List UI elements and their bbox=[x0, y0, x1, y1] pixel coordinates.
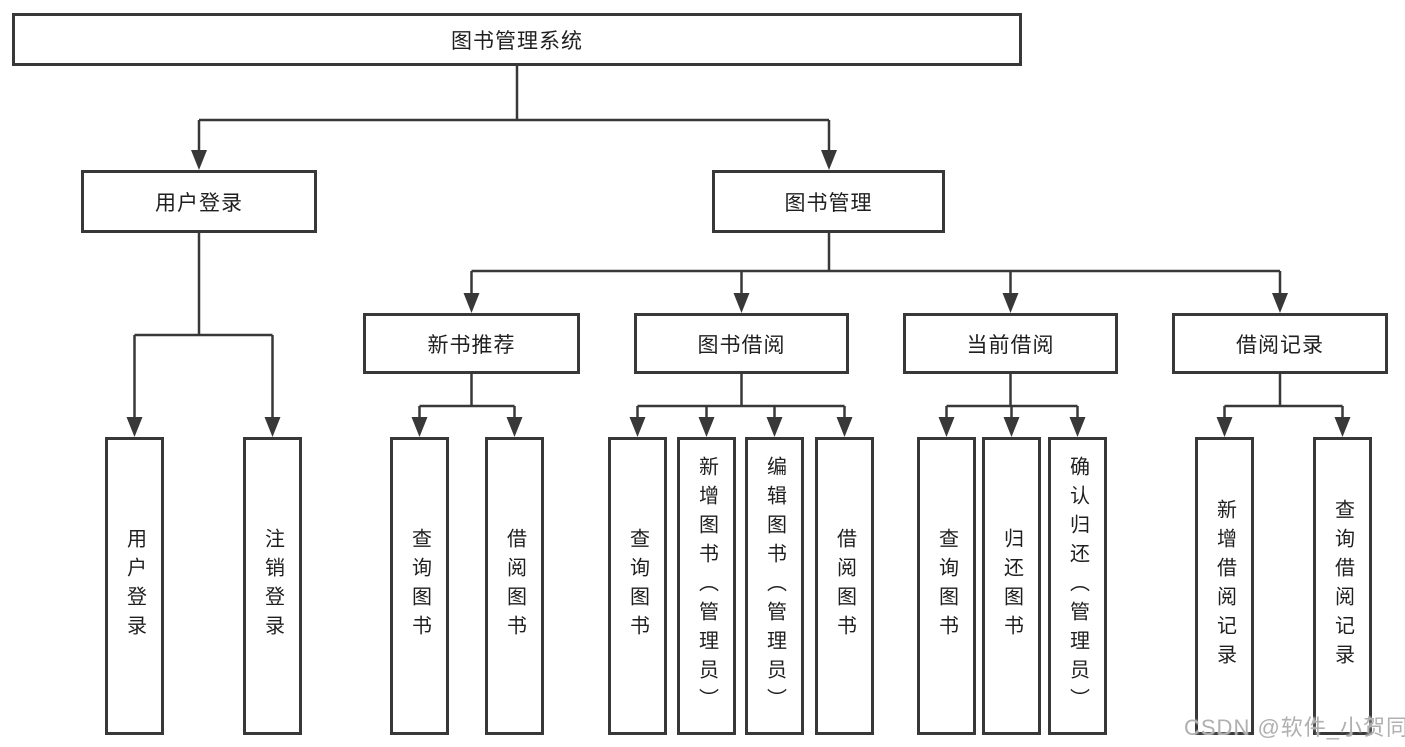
node-user-login: 用户登录 bbox=[81, 170, 317, 233]
leaf-add-borrow-record: 新增借阅记录 bbox=[1195, 437, 1254, 735]
arrowheads bbox=[126, 150, 1351, 437]
node-label: 新书推荐 bbox=[427, 333, 516, 357]
connector-mgmt-to-level3 bbox=[470, 233, 1282, 296]
node-label: 注销登录 bbox=[261, 528, 284, 644]
arrow-down-icon bbox=[836, 417, 853, 437]
node-label: 查询图书 bbox=[935, 528, 958, 644]
arrow-down-icon bbox=[264, 417, 281, 437]
arrow-down-icon bbox=[938, 417, 955, 437]
leaf-borrow-books-recommend: 借阅图书 bbox=[485, 437, 544, 735]
node-label: 图书借阅 bbox=[697, 333, 786, 357]
node-label: 图书管理 bbox=[784, 191, 873, 215]
arrow-down-icon bbox=[1003, 417, 1020, 437]
node-label: 编辑图书（管理员） bbox=[763, 455, 786, 717]
leaf-query-books-recommend: 查询图书 bbox=[390, 437, 449, 735]
node-label: 查询图书 bbox=[626, 528, 649, 644]
leaf-borrow-books: 借阅图书 bbox=[815, 437, 874, 735]
connector-recommend-to-leaves bbox=[418, 374, 516, 420]
arrow-down-icon bbox=[1334, 417, 1351, 437]
node-book-management: 图书管理 bbox=[712, 170, 945, 233]
arrow-down-icon bbox=[629, 417, 646, 437]
connector-records-to-leaves bbox=[1223, 374, 1344, 420]
node-label: 图书管理系统 bbox=[451, 29, 583, 53]
connector-borrowing-to-leaves bbox=[636, 374, 846, 420]
node-root-system: 图书管理系统 bbox=[12, 13, 1022, 66]
arrow-down-icon bbox=[191, 150, 207, 170]
arrow-down-icon bbox=[506, 417, 523, 437]
arrow-down-icon bbox=[1002, 293, 1019, 313]
leaf-query-books-current: 查询图书 bbox=[917, 437, 976, 735]
arrow-down-icon bbox=[766, 417, 783, 437]
arrow-down-icon bbox=[821, 150, 837, 170]
arrow-down-icon bbox=[1272, 293, 1288, 313]
csdn-watermark: CSDN @软件_小贺同学 bbox=[1184, 715, 1405, 740]
node-label: 新增借阅记录 bbox=[1213, 499, 1236, 673]
arrow-down-icon bbox=[1069, 417, 1086, 437]
node-current-borrowing: 当前借阅 bbox=[903, 313, 1118, 374]
arrow-down-icon bbox=[463, 293, 480, 313]
leaf-return-books: 归还图书 bbox=[982, 437, 1041, 735]
leaf-query-borrow-record: 查询借阅记录 bbox=[1313, 437, 1372, 735]
arrow-down-icon bbox=[411, 417, 428, 437]
node-label: 查询图书 bbox=[408, 528, 431, 644]
node-label: 借阅图书 bbox=[503, 528, 526, 644]
leaf-logout: 注销登录 bbox=[243, 437, 302, 735]
leaf-user-login: 用户登录 bbox=[105, 437, 164, 735]
node-label: 借阅图书 bbox=[833, 528, 856, 644]
connector-userlogin-to-leaves bbox=[133, 233, 274, 420]
node-label: 查询借阅记录 bbox=[1331, 499, 1354, 673]
node-label: 用户登录 bbox=[155, 191, 243, 215]
arrow-down-icon bbox=[126, 417, 143, 437]
arrow-down-icon bbox=[1216, 417, 1233, 437]
node-new-book-recommendation: 新书推荐 bbox=[363, 313, 580, 374]
arrow-down-icon bbox=[698, 417, 715, 437]
node-label: 借阅记录 bbox=[1236, 333, 1324, 357]
leaf-confirm-return-admin: 确认归还（管理员） bbox=[1048, 437, 1107, 735]
node-borrowing-records: 借阅记录 bbox=[1172, 313, 1388, 374]
leaf-edit-books-admin: 编辑图书（管理员） bbox=[745, 437, 804, 735]
node-label: 当前借阅 bbox=[966, 333, 1055, 357]
arrow-down-icon bbox=[733, 293, 750, 313]
connector-current-to-leaves bbox=[945, 374, 1079, 420]
leaf-query-books-borrowing: 查询图书 bbox=[608, 437, 667, 735]
leaf-add-books-admin: 新增图书（管理员） bbox=[677, 437, 736, 735]
node-label: 确认归还（管理员） bbox=[1066, 455, 1089, 717]
connector-root-to-level2 bbox=[197, 66, 831, 152]
node-label: 归还图书 bbox=[1000, 528, 1023, 644]
node-label: 用户登录 bbox=[123, 528, 146, 644]
node-label: 新增图书（管理员） bbox=[695, 455, 718, 717]
node-book-borrowing: 图书借阅 bbox=[634, 313, 849, 374]
